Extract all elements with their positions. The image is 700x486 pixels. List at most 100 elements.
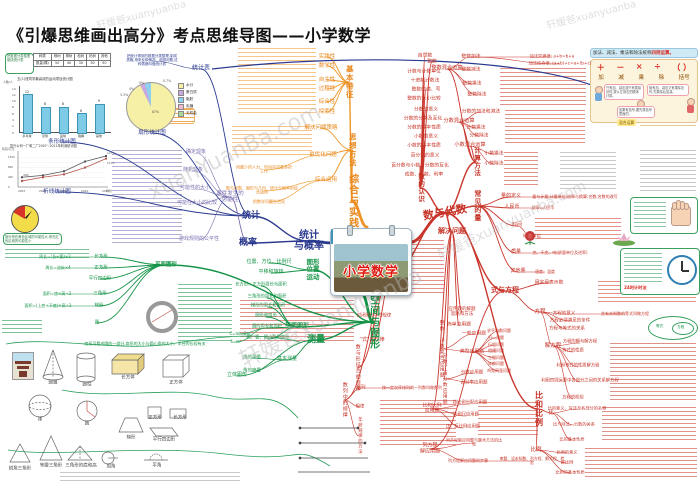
mindmap-node: 百分率应用题 bbox=[460, 380, 488, 386]
table-cell: 50 bbox=[50, 59, 64, 68]
mindmap-node: 量与计量;计量单位;进率与换算;名数;名数的改写 bbox=[532, 193, 618, 199]
mindmap-node: 过程性 bbox=[318, 85, 336, 92]
mindmap-node: 平移和旋转 bbox=[258, 269, 284, 276]
mindmap-node-sxff: 思想方法 bbox=[348, 133, 358, 167]
mindmap-node: 整数的读、写 bbox=[411, 87, 441, 93]
four-operations-panel: 加法、减法、乘法和除法统称四则运算。 ＋－×÷（ ） 加减乘除括号 只有加、减法… bbox=[590, 48, 698, 123]
operation-names: 加减乘除括号 bbox=[591, 73, 697, 81]
mindmap-node: 可能性大小的比较 bbox=[176, 200, 218, 207]
mindmap-node: 实践性 bbox=[318, 53, 336, 60]
mindmap-node: 工程问题 bbox=[488, 354, 504, 360]
table-cell: 40 bbox=[62, 59, 76, 68]
mindmap-node: 含有未知数的等式叫做方程 bbox=[601, 310, 649, 316]
mindmap-node: 梯形的周长和面积 bbox=[250, 303, 286, 309]
mindmap-node: 小数乘法 bbox=[484, 151, 504, 157]
mindmap-node: 线的测量 bbox=[243, 355, 261, 361]
mindmap-node: 锐角三角形 bbox=[8, 466, 32, 472]
mindmap-node: 综合性 bbox=[318, 98, 336, 105]
poster-title: 《引爆思维画出高分》考点思维导图——小学数学 bbox=[8, 26, 372, 45]
operation-symbols: ＋－×÷（ ） bbox=[591, 60, 697, 73]
mindmap-node: 按一定次序排列的一列数叫做数列 bbox=[382, 384, 442, 390]
mindmap-node: 正方体 bbox=[169, 380, 183, 386]
clock-icon bbox=[667, 255, 697, 285]
clock-minute-hand bbox=[681, 261, 683, 271]
mindmap-node: S=πr² bbox=[230, 338, 242, 344]
mindmap-node: 自主性 bbox=[318, 76, 336, 83]
mindmap-node: 平角 bbox=[152, 463, 162, 469]
mindmap-node: 面积=(上底+下底)×高÷2 bbox=[24, 302, 72, 308]
mindmap-node: 时间单位 bbox=[523, 234, 541, 240]
mindmap-node: 货币: 人民币 bbox=[531, 204, 555, 210]
knuckle-panel-text-lines bbox=[634, 202, 666, 228]
mindmap-node: 位置、方位、比例尺 bbox=[246, 259, 292, 266]
mindmap-node: 求平均数问题 bbox=[487, 327, 511, 333]
mindmap-node: 用字母表示数 bbox=[534, 280, 564, 286]
mindmap-node: 简单应用题 bbox=[447, 322, 471, 328]
mindmap-node: 规律 bbox=[355, 404, 365, 410]
fine-print-text-block bbox=[640, 150, 696, 194]
mindmap-node: 小数的意义 bbox=[414, 134, 438, 140]
table-cell: 50 bbox=[97, 59, 111, 68]
fine-print-text-block bbox=[500, 68, 586, 108]
mindmap-node: 整数除法 bbox=[467, 92, 487, 98]
clock-panel-text-lines bbox=[624, 253, 662, 283]
mindmap-node: 圆柱 bbox=[82, 382, 92, 388]
mindmap-node-txtj: 条形统计图 bbox=[48, 138, 76, 145]
mindmap-node: 分数除法 bbox=[469, 133, 489, 139]
mindmap-node: 百分数的意义 bbox=[410, 153, 440, 159]
venn-outer-label: 等式 bbox=[656, 324, 664, 328]
mindmap-node: 应用题的解题 思路和方法 bbox=[448, 306, 476, 317]
venn-inner-label: 方程 bbox=[677, 325, 685, 329]
cartoon-girl-left bbox=[595, 86, 603, 101]
speech-bubble-3: 如果有括号,要先算括号里面的。 bbox=[617, 106, 655, 118]
mindmap-node: 长方形、正方形周长与面积 bbox=[235, 282, 287, 288]
mindmap-node: 审题、设未知数、列方程、解方程、检验 bbox=[499, 455, 565, 465]
mindmap-node-zhyy: 综合运用 bbox=[314, 176, 338, 183]
mindmap-node: 分数的分类及互化 bbox=[403, 116, 443, 122]
quadrilateral-figures bbox=[118, 406, 187, 437]
mindmap-node: 球 bbox=[37, 417, 43, 423]
operation-name: 减 bbox=[618, 75, 624, 81]
mindmap-node-sxtj: 扇形统计图 bbox=[138, 129, 166, 136]
cone-figure bbox=[42, 349, 64, 381]
mindmap-node-qtl: 其他量 bbox=[510, 268, 526, 275]
fine-print-text-block bbox=[535, 218, 621, 242]
mindmap-node: 长方体 bbox=[121, 375, 135, 381]
mindmap-node: 周长=边长×4 bbox=[45, 264, 71, 270]
mindmap-node-sl: 数列 bbox=[356, 385, 366, 391]
mindmap-node: 方程的检验 bbox=[562, 395, 584, 401]
triangle-figures bbox=[9, 435, 93, 463]
mindmap-node: 正、反比例应用题 bbox=[445, 424, 481, 430]
operations-header-em: 四则运算。 bbox=[651, 51, 675, 56]
lotus-illustration bbox=[613, 233, 635, 246]
table-cell: 柏树 bbox=[86, 53, 99, 61]
bar bbox=[77, 113, 87, 134]
fine-print-text-block bbox=[602, 407, 696, 443]
mindmap-node: 分数应用题 bbox=[460, 370, 484, 376]
probability-spinner bbox=[11, 205, 39, 233]
mindmap-node: 面积=底×高÷2 bbox=[42, 290, 72, 296]
mindmap-node: 鸡兔同笼问题 bbox=[487, 367, 511, 373]
mindmap-node: 按比例分配应用题 bbox=[452, 400, 488, 406]
clock-hour-hand bbox=[682, 270, 689, 272]
mindmap-node-fc: 方程 bbox=[534, 308, 546, 315]
mindmap-node: 立体图形 bbox=[226, 372, 248, 379]
cylinder-figure bbox=[76, 352, 96, 383]
bar-chart-title: 五(1)班同学最喜欢的运动项目统计图 bbox=[17, 77, 73, 81]
table-cell: 数量(棵) bbox=[33, 59, 52, 68]
mindmap-node-zxtj: 折线统计图 bbox=[43, 188, 71, 195]
mindmap-node-jsff: 计算方法 bbox=[472, 147, 481, 177]
mindmap-node-dxyt: 典型应用题 bbox=[460, 349, 484, 355]
mindmap-node: C=πd=2πr bbox=[229, 330, 251, 336]
mindmap-node: 比的意义、写法及各部分的名称 bbox=[547, 405, 607, 411]
mindmap-node: 一般应用题 bbox=[462, 331, 486, 337]
mindmap-node: 等式的性质 bbox=[562, 348, 584, 354]
mindmap-node: 周角 bbox=[106, 464, 116, 470]
mindmap-node-sds: 数与代数 bbox=[422, 202, 468, 223]
table-cell: 松树 bbox=[74, 53, 88, 61]
table-cell: 杨树 bbox=[50, 53, 64, 61]
calendar-top-bar bbox=[331, 229, 333, 244]
clock-panel: 24时计时法 bbox=[620, 248, 700, 295]
mindmap-node: 比的基本性质 bbox=[559, 436, 585, 442]
mindmap-node: 圆 bbox=[84, 421, 90, 427]
